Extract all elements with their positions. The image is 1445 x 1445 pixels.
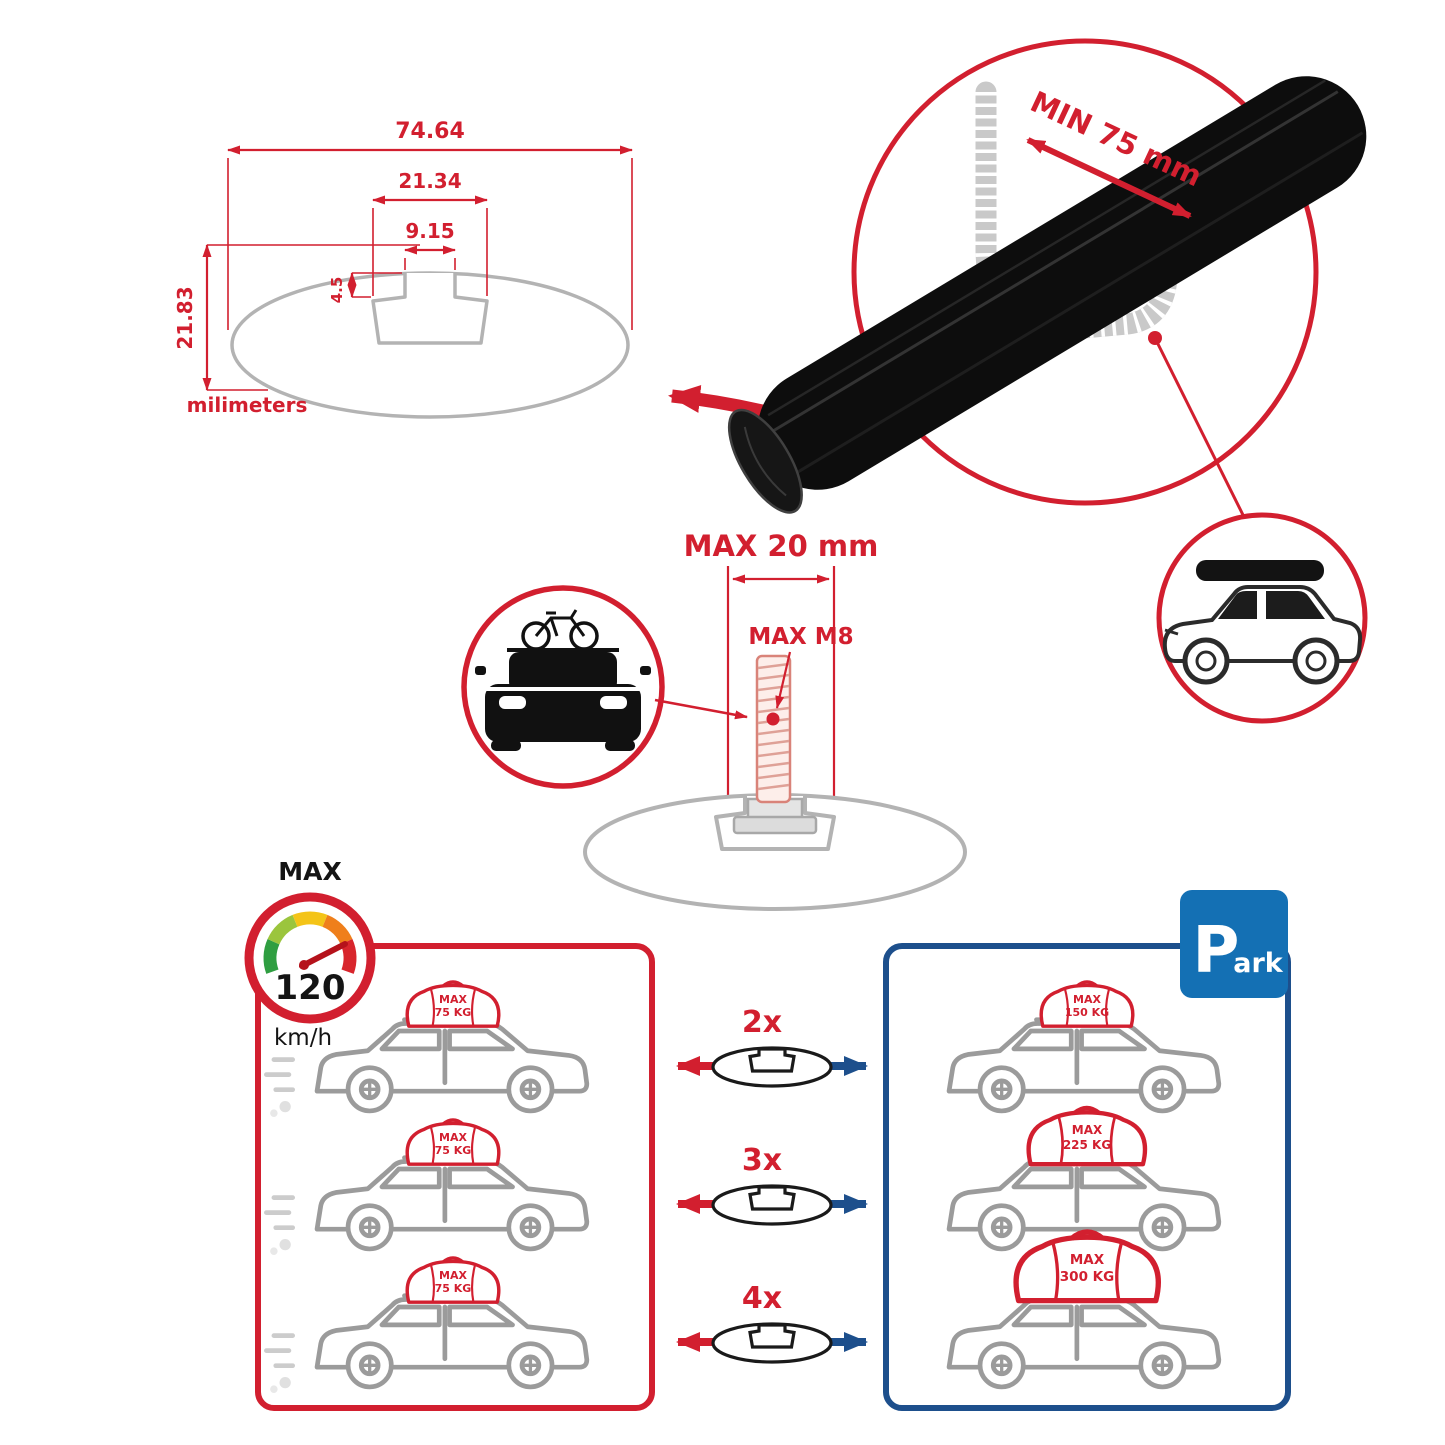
profile-channel-fill [373,273,487,343]
speed-gauge: MAX 120 km/h [244,857,376,1051]
cargo-load-label: MAX [439,993,467,1006]
crossbar-3d-render: MIN 75 mm [727,38,1368,724]
crossbar-profile-diagram: 74.64 21.34 9.15 4.5 21.83 milimeters [173,119,633,419]
thread-leader-line [775,651,792,709]
profile-channel-outline [371,273,489,345]
gauge-max-label: MAX [278,857,342,886]
gauge-unit: km/h [274,1025,332,1051]
bolt-diagram: MAX 20 mm MAX M8 [461,529,967,911]
bolt-max-length-label: MAX 20 mm [684,529,879,563]
dim-unit-label: milimeters [187,393,308,417]
headlight [499,696,526,709]
car-front-with-bike-icon [475,609,651,751]
detail-circle [851,38,1319,506]
cargo-load-value: 75 KG [435,1006,472,1019]
cargo-load-label: MAX [1072,1123,1103,1137]
slot-channel-outline [714,796,836,851]
gauge-arc [263,911,357,974]
dim-slot-depth: 4.5 [328,277,346,304]
cargo-load-value: 75 KG [435,1144,472,1157]
dim-total-height: 21.83 [173,286,197,349]
park-sign: P ark [1180,890,1288,998]
parked-cars-group: MAX 150 KG MAX 225 KG MAX 300 KG [949,980,1219,1387]
multiplier-label: 4x [742,1281,782,1316]
suv-with-roof-box [1162,560,1363,685]
bolt-extension-lines [726,566,836,804]
bolt-m8 [755,654,792,804]
bolt-max-thread-label: MAX M8 [748,624,853,650]
cargo-load-label: MAX [439,1131,467,1144]
roof-box [1196,560,1324,581]
dimension-lines [202,145,633,391]
multiplier-label: 3x [742,1143,782,1178]
dim-slot-width: 9.15 [405,219,454,243]
crossbar-count-icon [711,1322,833,1364]
headlight [600,696,627,709]
leader-to-bolt [654,698,748,720]
crossbar-count-icon [711,1184,833,1226]
min-span-label: MIN 75 mm [1025,84,1207,193]
cargo-load-value: 150 KG [1065,1006,1109,1019]
t-nut-flange [732,815,818,835]
gauge-pivot [299,960,309,970]
cargo-load-value: 75 KG [435,1282,472,1295]
thread-point-dot [766,712,780,726]
cargo-load-value: 300 KG [1060,1269,1114,1285]
dim-total-width: 74.64 [395,119,465,144]
cargo-load-value: 225 KG [1063,1138,1111,1152]
leader-to-car-circle [1153,337,1249,524]
cargo-load-label: MAX [1073,993,1101,1006]
park-sign-ark: ark [1233,948,1284,979]
park-sign-p: P [1193,914,1240,988]
dim-channel-width: 21.34 [398,169,461,193]
cargo-load-label: MAX [1070,1252,1105,1268]
multiplier-label: 2x [742,1005,782,1040]
gauge-value: 120 [275,968,346,1008]
cargo-load-label: MAX [439,1269,467,1282]
driving-cars-group: MAX 75 KG MAX 75 KG MAX 75 KG [266,980,586,1393]
suv-cargo-circle [1156,512,1368,724]
crossbar-count-icon [711,1046,833,1088]
multiplier-rows: 2x 3x 4x [676,1005,868,1364]
min-span-arrow [1026,137,1192,219]
gauge-needle [299,941,348,969]
bike-car-circle [461,585,748,789]
crossbar-bar [727,76,1367,514]
